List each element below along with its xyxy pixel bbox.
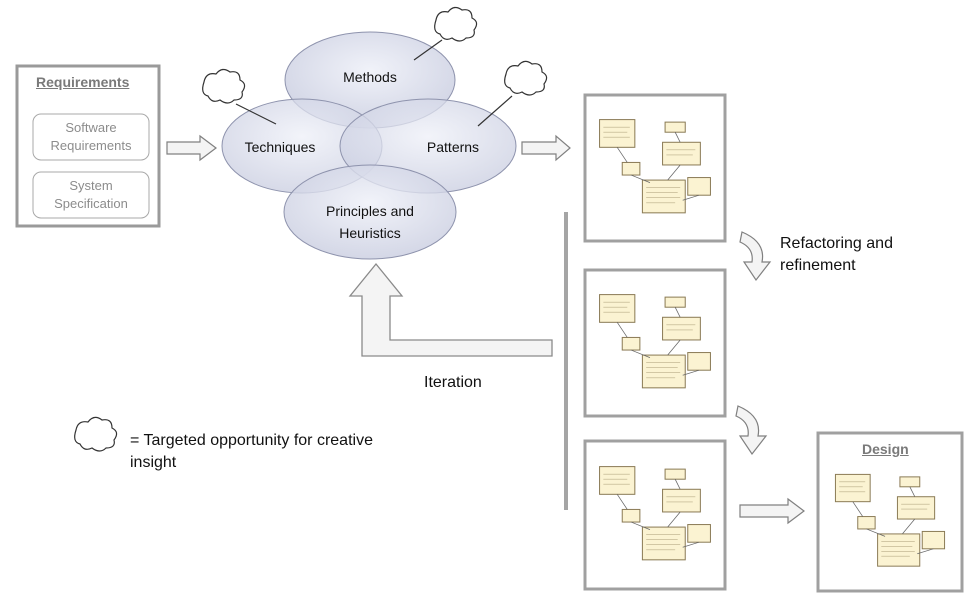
arrow-to-ovals	[166, 134, 217, 162]
iteration-arrow	[348, 262, 553, 357]
software-requirements-box	[32, 113, 150, 161]
system-specification-label: System Specification	[54, 178, 128, 211]
design-snapshot-2	[583, 268, 727, 418]
system-specification-box	[32, 171, 150, 219]
cloud-icon-methods	[434, 6, 478, 42]
design-title: Design	[862, 441, 909, 457]
refinement-arrow-2	[735, 405, 768, 456]
cloud-icon-patterns	[504, 60, 548, 96]
cloud-pointer-methods	[413, 39, 443, 61]
software-requirements-label: Software Requirements	[50, 120, 132, 153]
cloud-icon-techniques	[202, 68, 246, 104]
legend-cloud-icon	[74, 416, 118, 452]
refinement-arrow-1	[739, 231, 772, 282]
refactoring-label: Refactoring and refinement	[780, 235, 893, 274]
techniques-label: Techniques	[244, 139, 316, 155]
iteration-label: Iteration	[424, 374, 482, 391]
design-snapshot-1	[583, 93, 727, 243]
legend-text: = Targeted opportunity for creative insi…	[130, 432, 373, 471]
cloud-pointer-techniques	[235, 103, 277, 125]
cloud-pointer-patterns	[477, 95, 513, 127]
oval-principles	[283, 164, 457, 260]
principles-label: Principles and Heuristics	[326, 203, 414, 241]
design-snapshot-3	[583, 439, 727, 591]
requirements-title: Requirements	[36, 74, 130, 90]
arrow-to-final-design	[739, 497, 805, 525]
arrow-to-design-1	[521, 134, 571, 162]
methods-label: Methods	[343, 69, 397, 85]
patterns-label: Patterns	[426, 139, 480, 155]
